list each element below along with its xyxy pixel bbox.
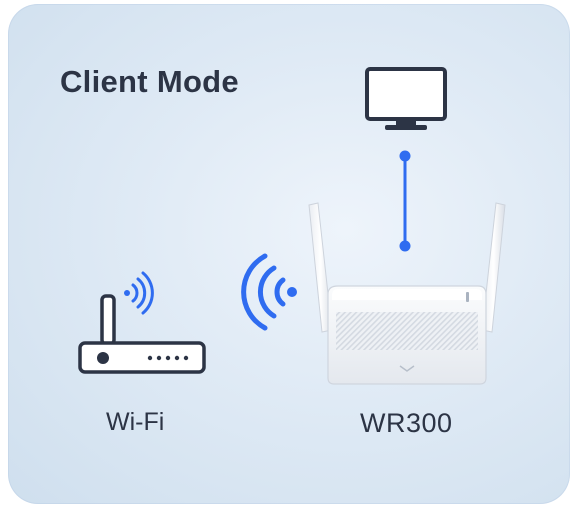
wifi-signal-icon xyxy=(241,253,297,331)
wr300-router-icon xyxy=(308,202,506,385)
wired-connection xyxy=(399,150,411,252)
monitor-icon xyxy=(365,67,447,130)
wr300-device-label: WR300 xyxy=(360,408,453,438)
source-signal-icon xyxy=(124,271,154,315)
wifi-source-label: Wi-Fi xyxy=(106,408,165,436)
wifi-router-icon xyxy=(78,294,206,374)
diagram-card xyxy=(8,4,570,504)
diagram-title: Client Mode xyxy=(60,64,239,99)
